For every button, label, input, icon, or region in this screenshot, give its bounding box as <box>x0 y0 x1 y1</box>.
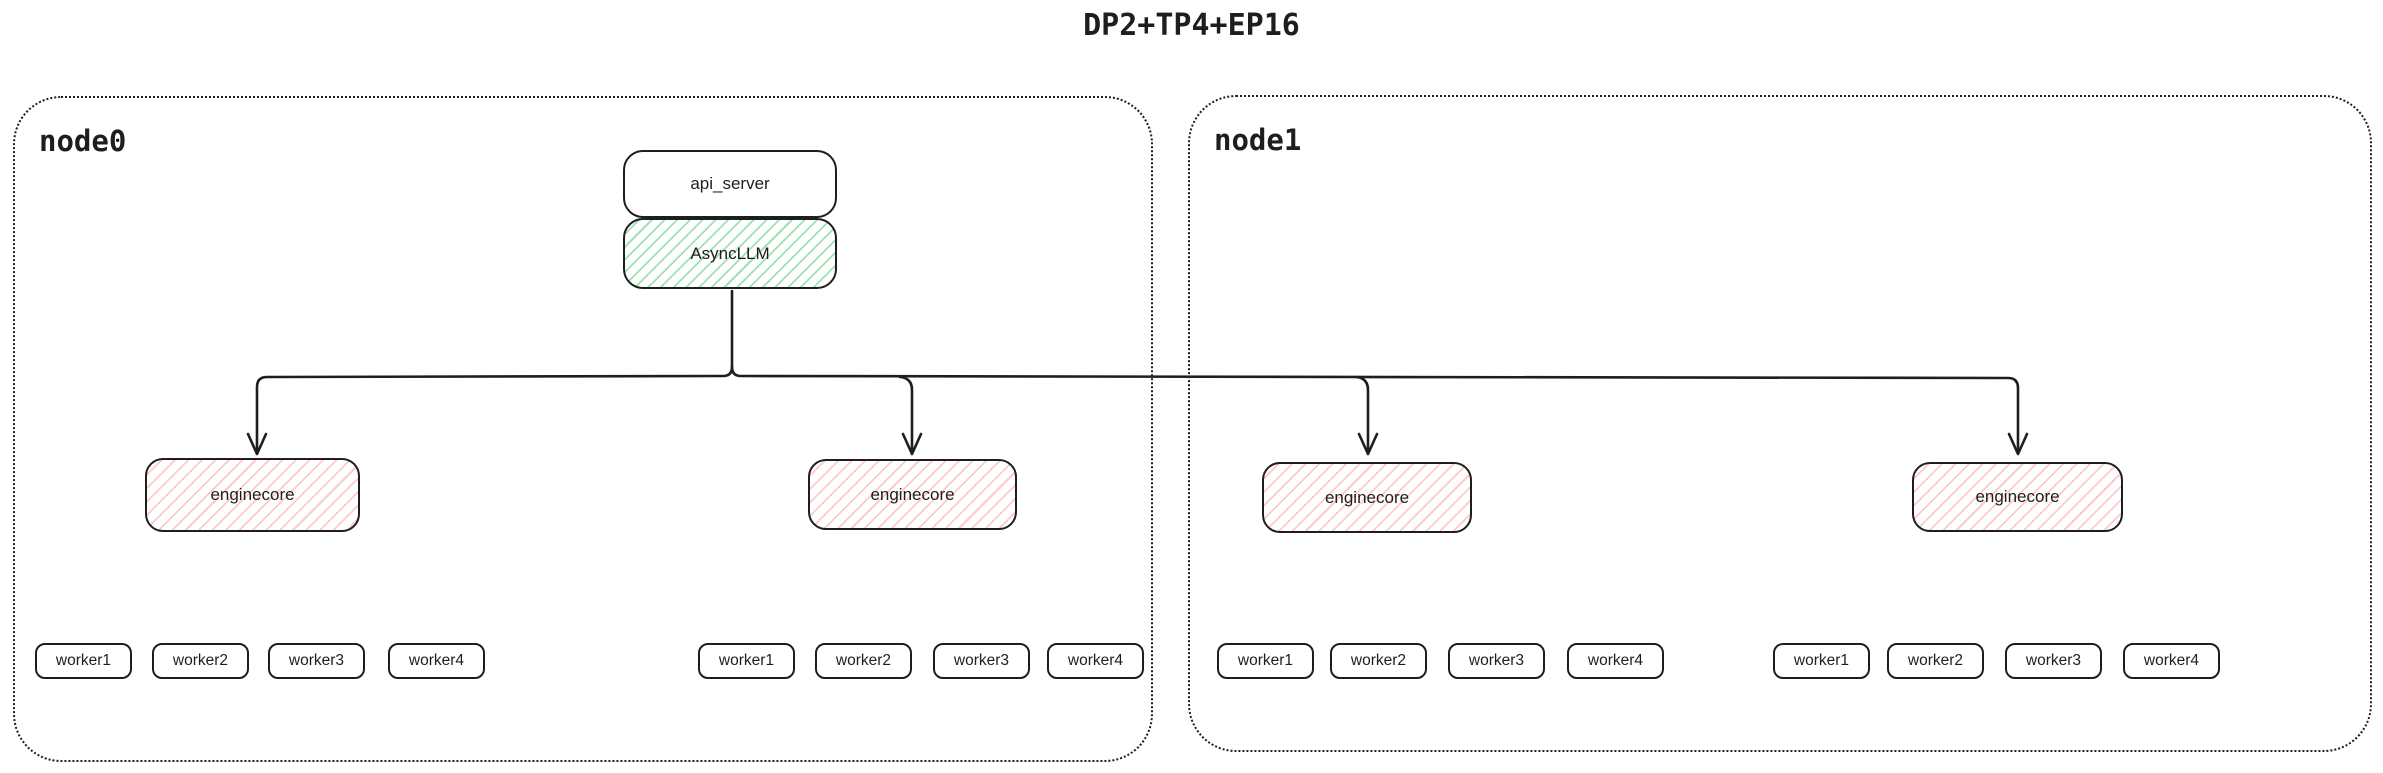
worker-label: worker3 <box>2025 652 2082 669</box>
worker-box: worker2 <box>1887 643 1984 679</box>
worker-label: worker1 <box>1237 652 1294 669</box>
worker-label: worker1 <box>55 652 112 669</box>
worker-label: worker2 <box>1907 652 1964 669</box>
worker-label: worker2 <box>172 652 229 669</box>
enginecore-label: enginecore <box>870 484 955 504</box>
enginecore-box-2: enginecore <box>808 459 1017 530</box>
worker-box: worker4 <box>388 643 485 679</box>
worker-box: worker2 <box>1330 643 1427 679</box>
node1-label: node1 <box>1214 123 1302 157</box>
worker-box: worker3 <box>2005 643 2102 679</box>
api-server-box: api_server <box>623 150 837 218</box>
asyncllm-box: AsyncLLM <box>623 218 837 289</box>
worker-label: worker4 <box>408 652 465 669</box>
enginecore-label: enginecore <box>1975 487 2060 506</box>
worker-box: worker3 <box>1448 643 1545 679</box>
worker-box: worker1 <box>1217 643 1314 679</box>
worker-label: worker3 <box>1468 652 1525 669</box>
worker-label: worker4 <box>2143 652 2200 669</box>
asyncllm-label: AsyncLLM <box>690 243 770 263</box>
enginecore-box-3: enginecore <box>1262 462 1472 533</box>
api-server-label: api_server <box>690 174 770 193</box>
worker-box: worker1 <box>35 643 132 679</box>
worker-label: worker1 <box>718 652 775 669</box>
worker-label: worker2 <box>835 652 892 669</box>
diagram-title: DP2+TP4+EP16 <box>1083 8 1300 43</box>
worker-label: worker3 <box>953 652 1010 669</box>
worker-label: worker4 <box>1587 652 1644 669</box>
worker-label: worker3 <box>288 652 345 669</box>
worker-box: worker1 <box>1773 643 1870 679</box>
enginecore-box-1: enginecore <box>145 458 360 532</box>
worker-box: worker3 <box>933 643 1030 679</box>
worker-box: worker3 <box>268 643 365 679</box>
worker-label: worker1 <box>1793 652 1850 669</box>
worker-box: worker1 <box>698 643 795 679</box>
worker-box: worker2 <box>815 643 912 679</box>
worker-box: worker4 <box>2123 643 2220 679</box>
enginecore-label: enginecore <box>1324 487 1410 507</box>
worker-box: worker4 <box>1567 643 1664 679</box>
worker-box: worker2 <box>152 643 249 679</box>
enginecore-box-4: enginecore <box>1912 462 2123 532</box>
worker-label: worker2 <box>1350 652 1407 669</box>
node0-label: node0 <box>39 124 127 158</box>
worker-box: worker4 <box>1047 643 1144 679</box>
worker-label: worker4 <box>1067 652 1124 669</box>
enginecore-label: enginecore <box>210 485 295 504</box>
